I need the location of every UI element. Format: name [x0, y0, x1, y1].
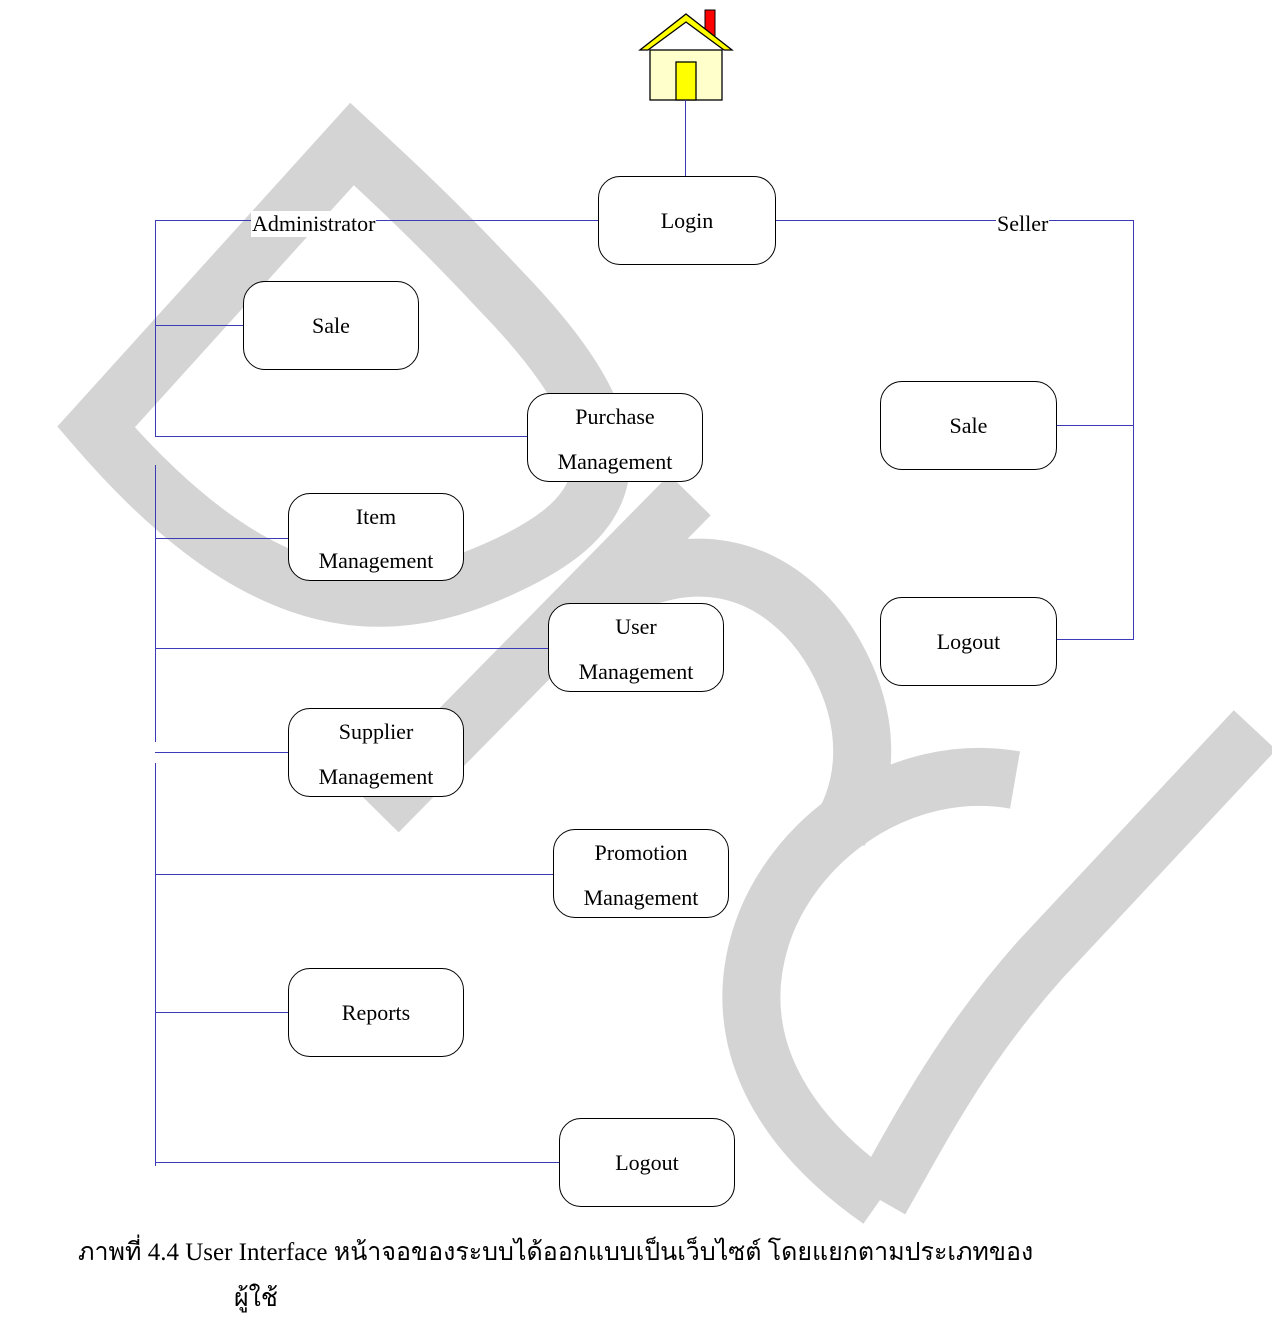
administrator-label: Administrator — [251, 211, 377, 237]
house-icon[interactable] — [636, 8, 736, 102]
user-label-line1: User — [615, 614, 657, 639]
purchase-label-line2: Management — [557, 449, 673, 474]
item-label-line1: Item — [355, 504, 397, 529]
item-management-node[interactable]: Item Management — [288, 493, 464, 581]
reports-node[interactable]: Reports — [288, 968, 464, 1057]
seller-label: Seller — [996, 211, 1050, 237]
promotion-label-line1: Promotion — [594, 840, 688, 865]
seller-sale-node[interactable]: Sale — [880, 381, 1057, 470]
supplier-label-line2: Management — [318, 764, 434, 789]
admin-sale-label: Sale — [312, 313, 350, 338]
watermark-letter-u — [722, 710, 1272, 1224]
login-node[interactable]: Login — [598, 176, 776, 265]
promotion-management-node[interactable]: Promotion Management — [553, 829, 729, 918]
login-label: Login — [660, 208, 714, 233]
admin-sale-node[interactable]: Sale — [243, 281, 419, 370]
reports-label: Reports — [341, 1000, 411, 1025]
figure-caption: ภาพที่ 4.4 User Interface หน้าจอของระบบไ… — [78, 1239, 1034, 1266]
supplier-label-line1: Supplier — [338, 719, 414, 744]
supplier-management-node[interactable]: Supplier Management — [288, 708, 464, 797]
seller-sale-label: Sale — [949, 413, 988, 438]
user-label-line2: Management — [578, 659, 694, 684]
seller-logout-node[interactable]: Logout — [880, 597, 1057, 686]
promotion-label-line2: Management — [583, 885, 699, 910]
purchase-management-node[interactable]: Purchase Management — [527, 393, 703, 482]
watermark-letter-d — [57, 102, 631, 627]
purchase-label-line1: Purchase — [575, 404, 655, 429]
seller-logout-label: Logout — [936, 629, 1001, 654]
admin-logout-node[interactable]: Logout — [559, 1118, 735, 1207]
item-label-line2: Management — [318, 548, 434, 573]
admin-logout-label: Logout — [615, 1150, 679, 1175]
figure-caption-line2: ผู้ใช้ — [234, 1285, 278, 1312]
user-management-node[interactable]: User Management — [548, 603, 724, 692]
